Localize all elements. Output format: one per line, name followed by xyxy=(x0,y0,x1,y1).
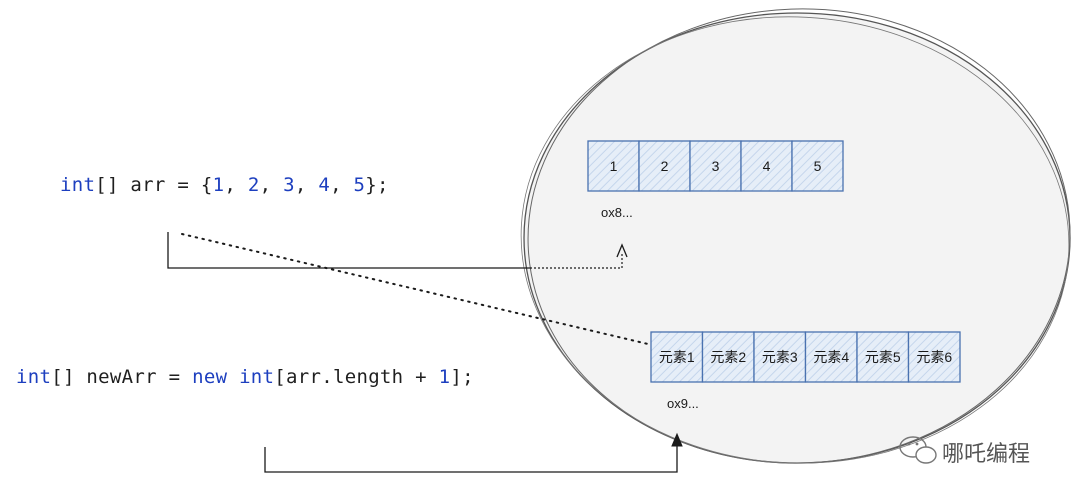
new-array-cell-label: 元素6 xyxy=(916,349,952,365)
new-array-cell-label: 元素2 xyxy=(710,349,746,365)
keyword-int: int xyxy=(239,366,275,388)
keyword-int: int xyxy=(16,366,52,388)
code-text: , xyxy=(224,174,248,196)
number-literal: 3 xyxy=(283,174,295,196)
keyword-new: new xyxy=(192,366,228,388)
newarr-reference-line xyxy=(264,440,678,473)
old-array-cell-label: 5 xyxy=(814,158,822,174)
new-array-cell xyxy=(804,331,858,383)
old-array-cell-label: 2 xyxy=(661,158,669,174)
new-array-cell xyxy=(701,331,755,383)
code-text: ]; xyxy=(450,366,474,388)
code-line-arr-declaration: int[] arr = {1, 2, 3, 4, 5}; xyxy=(60,174,389,196)
heap-memory-ellipse xyxy=(520,8,1071,464)
old-array-cell-label: 1 xyxy=(610,158,618,174)
number-literal: 1 xyxy=(212,174,225,196)
code-text: }; xyxy=(365,174,389,196)
arr-reassign-dotted-line xyxy=(181,233,649,345)
old-array-cell xyxy=(740,140,793,192)
new-array-cell-label: 元素1 xyxy=(659,349,695,365)
new-array-cell-label: 元素4 xyxy=(813,349,849,365)
arr-reference-line xyxy=(167,232,530,269)
old-array-cell xyxy=(587,140,640,192)
keyword-int: int xyxy=(60,174,96,196)
watermark-text: 哪吒编程 xyxy=(942,442,1030,467)
code-text: , xyxy=(259,174,284,196)
arrowhead-icon xyxy=(671,432,683,447)
code-line-newarr-declaration: int[] newArr = new int[arr.length + 1]; xyxy=(16,366,474,388)
old-array-cell-label: 4 xyxy=(763,158,771,174)
new-array-cell xyxy=(753,331,807,383)
new-array-cell xyxy=(650,331,704,383)
old-array-address: ox8... xyxy=(601,205,633,220)
old-array-cell-label: 3 xyxy=(712,158,720,174)
old-array-cell xyxy=(791,140,844,192)
number-literal: 2 xyxy=(247,174,260,196)
code-text: [] arr = { xyxy=(95,174,213,196)
code-text: , xyxy=(330,174,354,196)
code-text: [] newArr = xyxy=(51,366,193,388)
arrowhead-icon xyxy=(616,243,628,258)
code-text: [arr.length + xyxy=(274,366,439,388)
new-array-cell-label: 元素5 xyxy=(865,349,901,365)
number-literal: 5 xyxy=(353,174,366,196)
new-array-address: ox9... xyxy=(667,396,699,411)
arr-reference-line-dashed xyxy=(530,252,623,269)
number-literal: 1 xyxy=(438,366,451,388)
new-array-cell xyxy=(907,331,961,383)
number-literal: 4 xyxy=(318,174,331,196)
code-text: , xyxy=(294,174,319,196)
old-array-block: 1 2 3 4 5 xyxy=(587,140,844,192)
new-array-block: 元素1 元素2 元素3 元素4 元素5 元素6 xyxy=(650,331,961,383)
wechat-icon xyxy=(899,436,937,464)
new-array-cell-label: 元素3 xyxy=(762,349,798,365)
